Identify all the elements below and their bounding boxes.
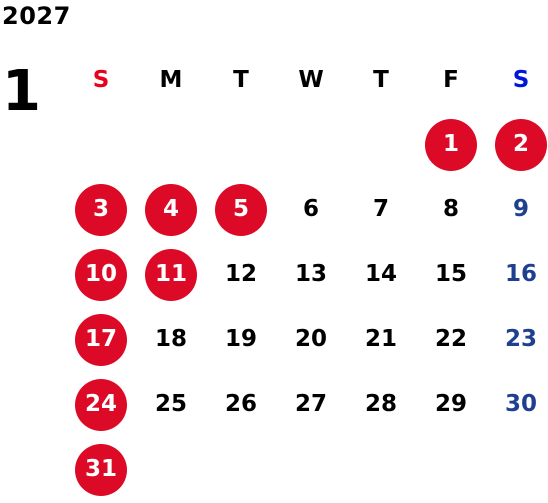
holiday-day: 17	[75, 313, 127, 366]
calendar-day-cell: 21	[346, 307, 416, 372]
calendar-day: 9	[512, 196, 529, 222]
calendar-day-cell: 9	[486, 177, 548, 242]
calendar-day-cell: 25	[136, 372, 206, 437]
calendar-day-cell: 30	[486, 372, 548, 437]
calendar-day-cell: 28	[346, 372, 416, 437]
holiday-day: 10	[75, 248, 127, 301]
calendar-day: 26	[224, 391, 257, 417]
weekday-header-tuesday: T	[233, 67, 249, 93]
calendar-day: 12	[224, 261, 257, 287]
calendar-day: 20	[294, 326, 327, 352]
calendar-day: 18	[154, 326, 187, 352]
holiday-day: 11	[145, 248, 197, 301]
calendar-day: 7	[372, 196, 389, 222]
calendar-day-cell: 31	[66, 437, 136, 502]
calendar-day-cell: 1	[416, 112, 486, 177]
weekday-header-thursday: T	[373, 67, 389, 93]
calendar-day: 28	[364, 391, 397, 417]
calendar-day-cell: 15	[416, 242, 486, 307]
weekday-header-sunday: S	[92, 67, 110, 93]
holiday-day: 5	[215, 183, 267, 236]
calendar-day: 15	[434, 261, 467, 287]
calendar-day: 8	[442, 196, 459, 222]
holiday-day: 4	[145, 183, 197, 236]
calendar-day-cell: 16	[486, 242, 548, 307]
weekday-header-wednesday: W	[298, 67, 324, 93]
calendar-day: 19	[224, 326, 257, 352]
calendar-day: 14	[364, 261, 397, 287]
calendar-day: 13	[294, 261, 327, 287]
calendar-day-cell: 8	[416, 177, 486, 242]
calendar-day-cell: 17	[66, 307, 136, 372]
calendar-day: 27	[294, 391, 327, 417]
calendar-day-cell: 23	[486, 307, 548, 372]
weekday-header-monday: M	[159, 67, 183, 93]
year-label: 2027	[2, 2, 71, 30]
calendar-day-cell: 10	[66, 242, 136, 307]
calendar-day-cell: 3	[66, 177, 136, 242]
calendar-day-cell: 2	[486, 112, 548, 177]
holiday-day: 2	[495, 118, 547, 171]
calendar-day-cell: 18	[136, 307, 206, 372]
calendar-day: 29	[434, 391, 467, 417]
calendar-day-cell: 7	[346, 177, 416, 242]
calendar-day-cell: 29	[416, 372, 486, 437]
holiday-day: 24	[75, 378, 127, 431]
calendar-day: 22	[434, 326, 467, 352]
calendar-day-cell: 12	[206, 242, 276, 307]
calendar-day-cell: 26	[206, 372, 276, 437]
calendar-day-cell: 19	[206, 307, 276, 372]
calendar-day-cell: 22	[416, 307, 486, 372]
calendar-day: 6	[302, 196, 319, 222]
calendar-day-cell: 11	[136, 242, 206, 307]
calendar-day-cell: 14	[346, 242, 416, 307]
calendar-day-cell: 24	[66, 372, 136, 437]
calendar-day-cell: 20	[276, 307, 346, 372]
weekday-header-friday: F	[443, 67, 459, 93]
calendar-day-cell: 4	[136, 177, 206, 242]
holiday-day: 1	[425, 118, 477, 171]
calendar-day-cell: 5	[206, 177, 276, 242]
weekday-header-saturday: S	[512, 67, 530, 93]
calendar-day: 21	[364, 326, 397, 352]
calendar-day: 25	[154, 391, 187, 417]
calendar-day: 30	[504, 391, 537, 417]
calendar-day-cell: 13	[276, 242, 346, 307]
calendar-day: 16	[504, 261, 537, 287]
calendar-day-cell: 6	[276, 177, 346, 242]
holiday-day: 31	[75, 443, 127, 496]
holiday-day: 3	[75, 183, 127, 236]
month-number: 1	[2, 59, 41, 124]
calendar-day-cell: 27	[276, 372, 346, 437]
calendar-day: 23	[504, 326, 537, 352]
